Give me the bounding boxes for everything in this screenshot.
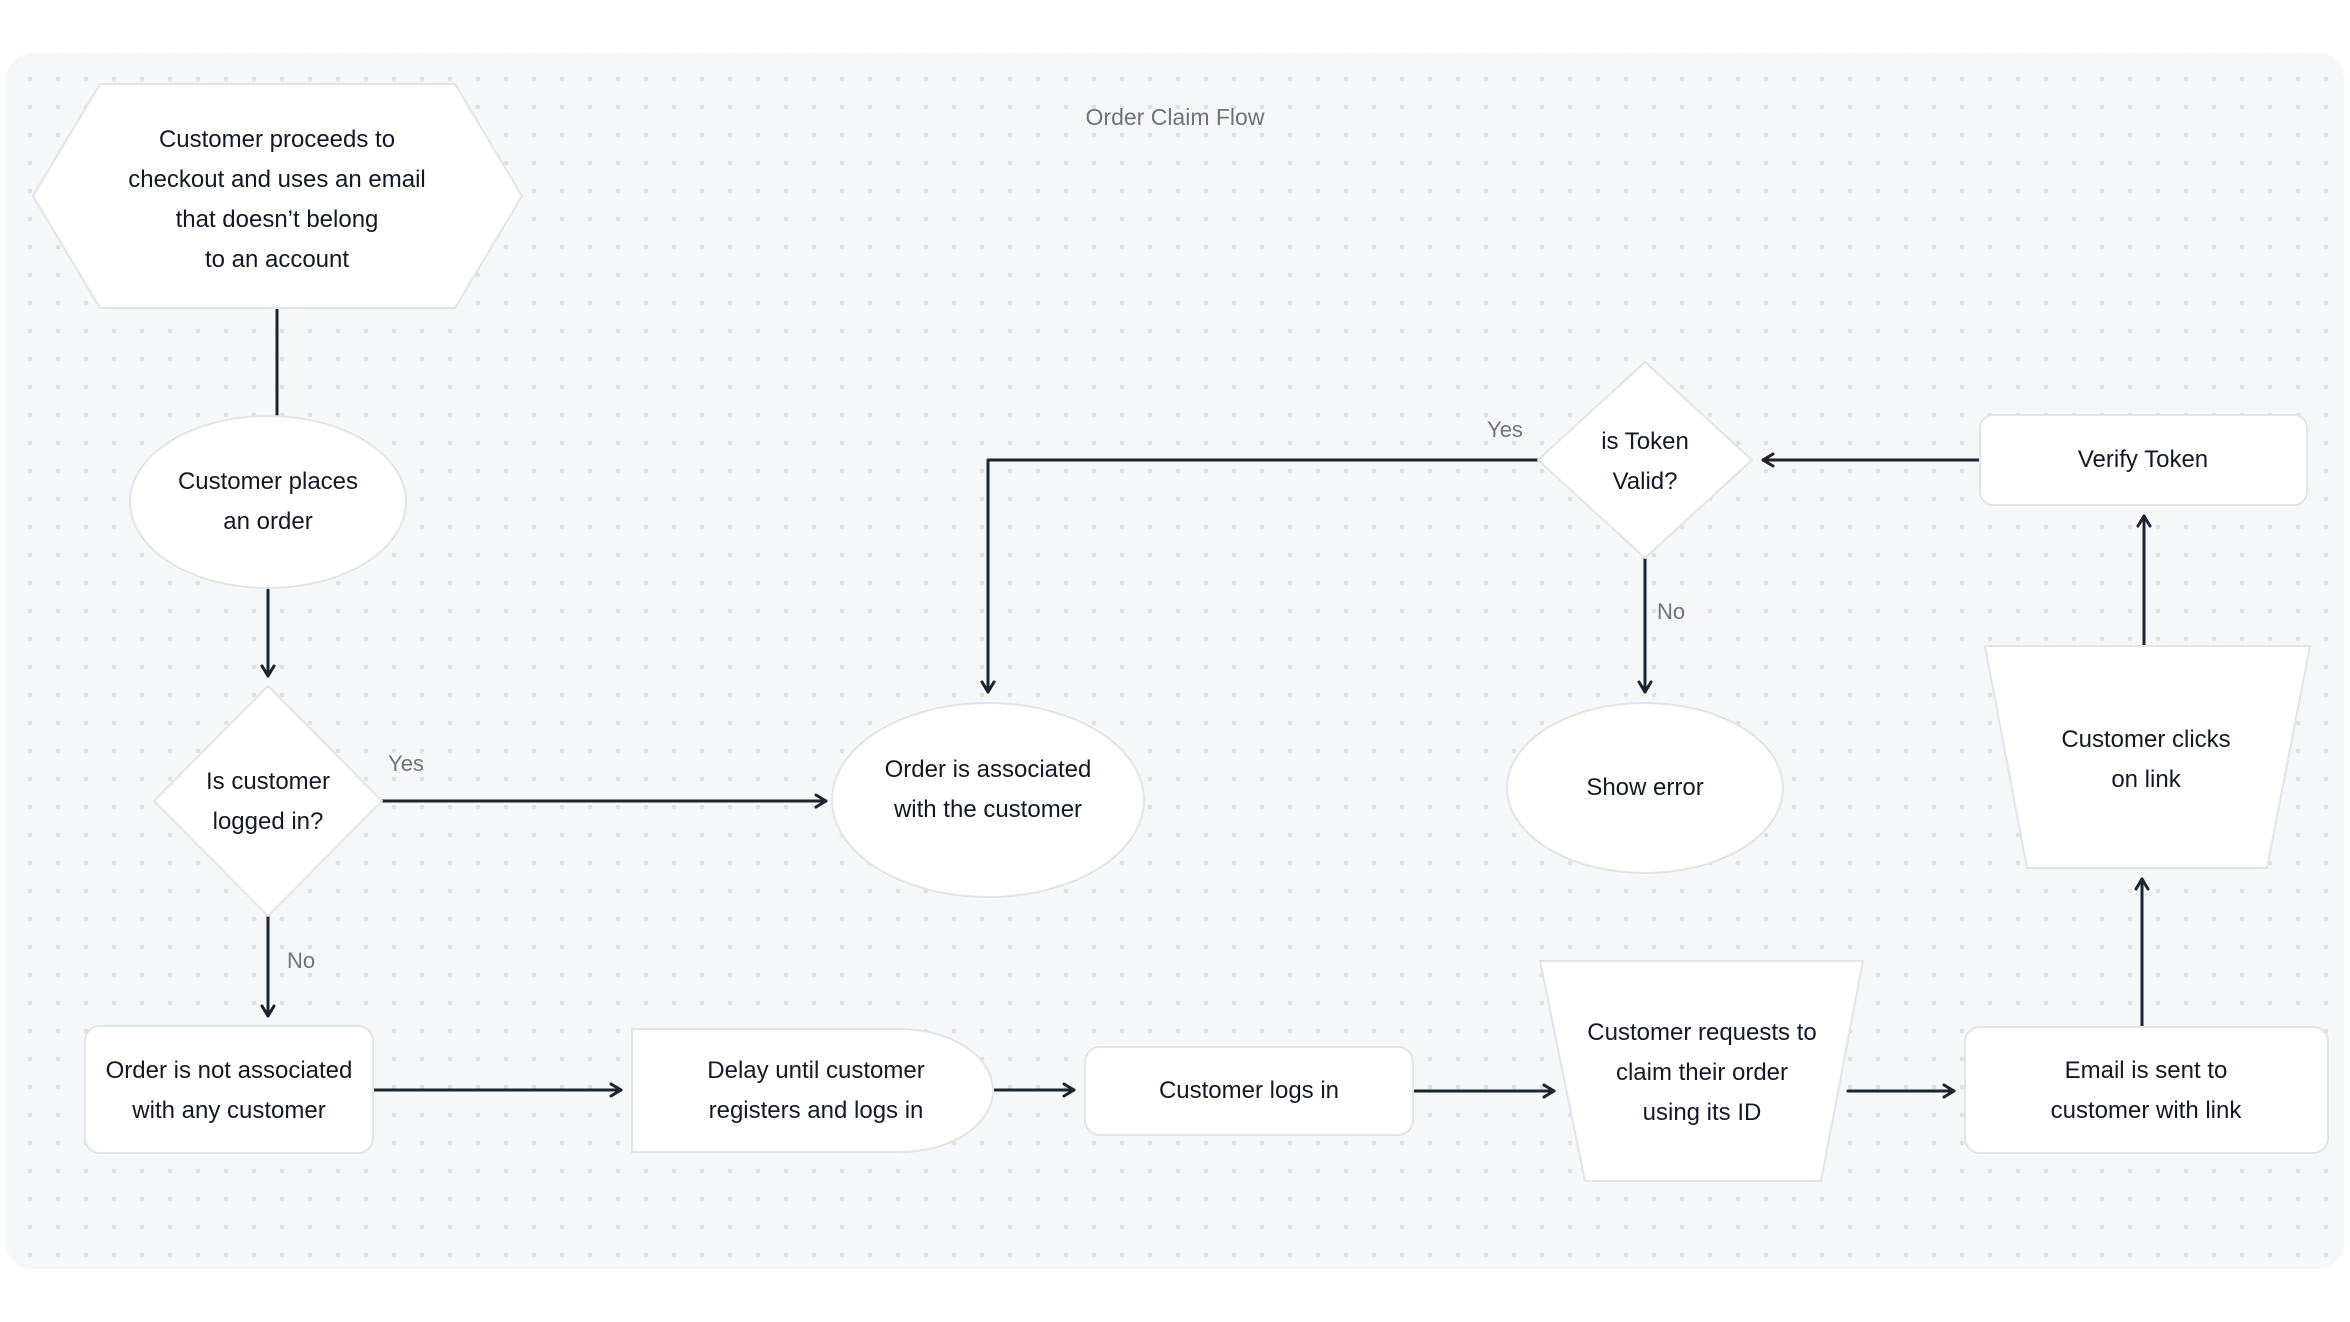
node-logged-in-label[interactable]: Is customer logged in? xyxy=(205,768,331,835)
node-checkout-hexagon[interactable] xyxy=(32,83,523,309)
node-delay-label[interactable]: Delay until customer registers and logs … xyxy=(707,1057,925,1124)
node-email-sent-label[interactable]: Email is sent to customer with link xyxy=(2050,1057,2242,1124)
node-verify-token-rect[interactable] xyxy=(1979,414,2308,506)
edge-label-logged-in-no: No xyxy=(286,948,316,973)
node-claim-request-trapezoid[interactable] xyxy=(1539,960,1864,1182)
node-verify-token-label[interactable]: Verify Token xyxy=(2077,446,2209,473)
node-order-not-associated-label[interactable]: Order is not associated with any custome… xyxy=(105,1057,353,1124)
node-logs-in-rect[interactable] xyxy=(1084,1046,1414,1136)
node-token-valid-diamond[interactable] xyxy=(1537,361,1753,559)
node-logged-in-diamond[interactable] xyxy=(153,685,383,917)
node-checkout-label[interactable]: Customer proceeds to checkout and uses a… xyxy=(128,126,426,273)
node-places-order-label[interactable]: Customer places an order xyxy=(177,468,359,535)
node-token-valid-label[interactable]: is Token Valid? xyxy=(1601,428,1689,495)
node-order-not-associated-rect[interactable] xyxy=(84,1025,374,1154)
node-clicks-link-label[interactable]: Customer clicks on link xyxy=(2061,726,2231,793)
node-show-error-ellipse[interactable] xyxy=(1506,702,1784,874)
node-places-order-ellipse[interactable] xyxy=(129,415,407,589)
node-logs-in-label[interactable]: Customer logs in xyxy=(1158,1077,1340,1104)
node-order-associated-ellipse[interactable] xyxy=(831,702,1145,898)
edge-label-logged-in-yes: Yes xyxy=(388,751,424,776)
node-claim-request-label[interactable]: Customer requests to claim their order u… xyxy=(1587,1019,1817,1126)
node-show-error-label[interactable]: Show error xyxy=(1586,774,1704,801)
edge-label-token-valid-yes: Yes xyxy=(1487,417,1523,442)
edge-label-token-valid-no: No xyxy=(1656,599,1686,624)
diagram-title: Order Claim Flow xyxy=(1085,103,1265,130)
edge-token-valid-yes[interactable] xyxy=(980,458,1540,694)
node-order-associated-label[interactable]: Order is associated with the customer xyxy=(884,756,1092,823)
node-clicks-link-trapezoid[interactable] xyxy=(1984,645,2311,869)
node-delay-shape[interactable] xyxy=(631,1028,994,1153)
node-email-sent-rect[interactable] xyxy=(1964,1026,2329,1154)
